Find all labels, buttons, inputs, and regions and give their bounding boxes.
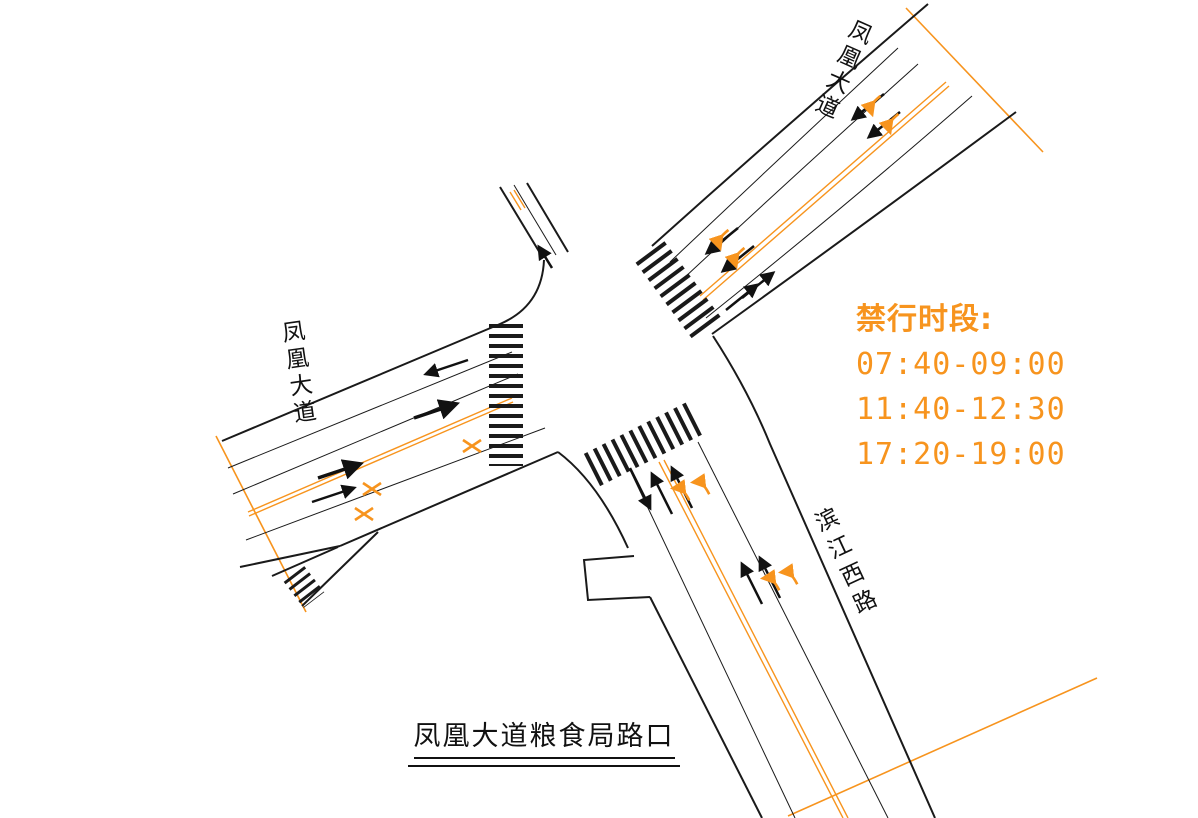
restricted-turn-arrow	[708, 228, 730, 252]
road-edge	[651, 3, 929, 247]
road-edge	[499, 186, 544, 259]
center-line	[509, 191, 522, 211]
lane-line	[669, 47, 899, 263]
restriction-period: 07:40-09:00	[856, 347, 1066, 382]
lane-arrow	[741, 271, 776, 299]
restriction-notice: 禁行时段: 07:40-09:00 11:40-12:30 17:20-19:0…	[856, 297, 1066, 477]
center-line	[248, 401, 514, 517]
lane-line	[705, 95, 973, 319]
road-edge	[239, 545, 341, 568]
road-west	[221, 259, 559, 607]
road-southeast	[557, 335, 936, 818]
lane-arrow	[317, 459, 364, 480]
road-north-stub	[499, 182, 569, 259]
restricted-turn-arrow	[759, 569, 781, 591]
road-edge	[557, 451, 629, 549]
lane-arrow	[650, 471, 674, 515]
lane-arrow	[704, 227, 739, 255]
restriction-marks	[354, 94, 900, 591]
lane-arrow	[311, 484, 357, 504]
center-line	[247, 397, 513, 513]
lane-arrow	[720, 245, 755, 273]
restriction-period: 17:20-19:00	[856, 437, 1066, 472]
diagram-title-underline: 凤凰大道粮食局路口	[408, 714, 680, 767]
restriction-x-mark	[362, 481, 382, 497]
side-street-edge	[301, 531, 379, 607]
boundary-line-top-right	[905, 7, 1044, 153]
lane-arrow	[740, 561, 764, 605]
restriction-x-mark	[462, 438, 482, 454]
restricted-turn-arrow	[777, 563, 799, 585]
crosswalk-southwest-small	[283, 566, 325, 608]
road-edge	[712, 335, 936, 818]
lane-line	[697, 441, 889, 818]
boundary-line-bottom-right	[787, 677, 1098, 817]
lane-arrow	[413, 399, 460, 420]
center-line	[663, 459, 849, 818]
lane-arrow	[628, 467, 652, 511]
restriction-notice-heading: 禁行时段:	[856, 302, 993, 337]
lane-line	[513, 184, 557, 256]
road-edge	[649, 596, 763, 818]
restriction-x-mark	[354, 506, 374, 522]
lane-line	[227, 351, 513, 469]
orange-lane-lines	[247, 81, 950, 818]
lane-line	[629, 469, 796, 818]
road-edge	[339, 451, 559, 547]
center-line	[513, 189, 526, 209]
center-line	[658, 461, 844, 818]
restricted-turn-arrow	[724, 246, 746, 270]
crosswalk-southeast	[583, 399, 708, 487]
side-street-edge	[271, 546, 339, 577]
lane-line	[232, 373, 519, 495]
restriction-period: 11:40-12:30	[856, 392, 1066, 427]
lane-arrow	[537, 244, 554, 269]
restricted-turn-arrow	[878, 112, 900, 136]
restricted-turn-arrow	[689, 473, 711, 495]
diagram-title: 凤凰大道粮食局路口	[413, 714, 675, 759]
restricted-turn-arrow	[860, 94, 882, 118]
drawing-boundary-lines	[215, 7, 1098, 817]
restricted-turn-arrow	[669, 479, 691, 501]
road-edge	[526, 182, 569, 253]
entrance-notch-edge	[582, 555, 651, 602]
crosswalks	[283, 241, 723, 608]
crosswalk-northeast	[635, 241, 723, 341]
road-edge	[711, 111, 1017, 335]
road-edge	[221, 259, 545, 442]
lane-arrow	[423, 358, 469, 378]
boundary-line-left	[215, 435, 307, 613]
